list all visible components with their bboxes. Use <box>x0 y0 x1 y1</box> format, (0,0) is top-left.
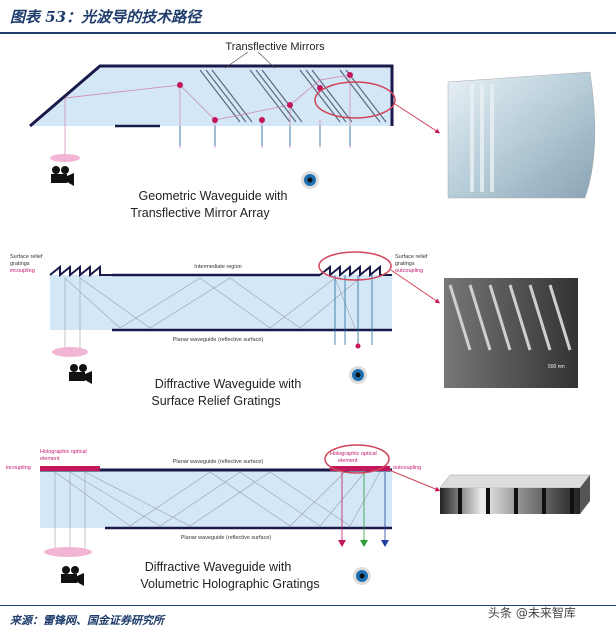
figure-header: 图表 53：光波导的技术路径 <box>0 0 616 34</box>
panel2-caption-line2: Surface Relief Gratings <box>151 394 280 408</box>
waveguide-body <box>50 275 392 330</box>
sem-image: 500 nm <box>444 278 578 388</box>
light-rays <box>54 471 381 552</box>
planar-waveguide-top-label: Planar waveguide (reflective surface) <box>173 459 264 465</box>
red-arrowhead <box>338 540 346 547</box>
input-grating <box>49 264 112 278</box>
waveguide-body <box>30 66 392 126</box>
output-rays <box>341 472 386 540</box>
zoom-highlight-ellipse <box>324 444 390 474</box>
panel2-left-label-2: gratings <box>10 261 30 267</box>
projector-icon <box>69 364 92 384</box>
projector-beam-spot <box>50 154 80 162</box>
holographic-panel: Holographic optical element incoupling H… <box>6 444 591 591</box>
footer-divider <box>0 605 616 606</box>
label-pointer <box>257 51 276 69</box>
panel3-right-label-2: element <box>338 458 358 464</box>
panel1-caption-line1: Geometric Waveguide with <box>139 189 288 203</box>
sem-scale-label: 500 nm <box>548 364 565 370</box>
panel2-right-label-2: gratings <box>395 261 415 267</box>
output-dot <box>355 343 361 349</box>
zoom-highlight-ellipse <box>318 251 392 281</box>
projector-icon <box>51 166 74 186</box>
output-rays <box>179 126 351 146</box>
source-note: 来源：雷锋网、国金证券研究所 <box>10 614 164 627</box>
panel3-left-label-1: Holographic optical <box>40 449 87 455</box>
panel3-left-label-3: incoupling <box>6 465 31 471</box>
output-grating <box>319 264 392 278</box>
panel2-left-label-1: Surface relief <box>10 254 43 260</box>
input-hoe <box>40 466 100 471</box>
zoom-pointer-arrow <box>390 269 441 304</box>
mirror-array <box>199 69 387 123</box>
figure-title: 图表 53：光波导的技术路径 <box>10 8 202 26</box>
lens-photo <box>447 71 596 199</box>
panel2-right-label-3: outcoupling <box>395 268 423 274</box>
transflective-mirrors-label: Transflective Mirrors <box>225 41 325 53</box>
panel3-right-label-1: Holographic optical <box>330 451 377 457</box>
output-hoe <box>330 466 390 471</box>
label-pointer <box>224 51 249 69</box>
green-arrowhead <box>360 540 368 547</box>
output-rays <box>334 275 373 345</box>
projector-icon <box>61 566 84 586</box>
projector-beam-spot <box>44 547 92 557</box>
panel2-right-label-1: Surface relief <box>395 254 428 260</box>
panel2-left-label-3: incoupling <box>10 268 35 274</box>
surface-relief-panel: Surface relief gratings incoupling Surfa… <box>10 251 578 408</box>
zoom-pointer-arrow <box>394 103 441 134</box>
blue-arrowhead <box>381 540 389 547</box>
intermediate-region-label: Intermediate region <box>194 264 241 270</box>
eye-icon <box>301 171 319 189</box>
panel3-caption-line2: Volumetric Holographic Gratings <box>140 577 319 591</box>
planar-waveguide-bottom-label: Planar waveguide (reflective surface) <box>181 535 272 541</box>
waveguide-body <box>40 470 392 528</box>
panel3-left-label-2: element <box>40 456 60 462</box>
panel1-caption-line2: Transflective Mirror Array <box>130 206 270 220</box>
panel3-caption-line1: Diffractive Waveguide with <box>145 560 292 574</box>
waveguide-outline <box>29 64 394 128</box>
panel2-caption-line1: Diffractive Waveguide with <box>155 377 302 391</box>
watermark: 头条 @未来智库 <box>488 606 576 620</box>
eye-icon <box>349 366 367 384</box>
zoom-pointer-arrow <box>388 469 441 492</box>
hologram-grating-image <box>439 474 591 514</box>
eye-icon <box>353 567 371 585</box>
projector-beam-spot <box>52 347 88 357</box>
planar-waveguide-label: Planar waveguide (reflective surface) <box>173 337 264 343</box>
zoom-highlight-ellipse <box>314 81 396 119</box>
geometric-waveguide-panel: Transflective Mirrors Geometric Waveguid… <box>29 41 596 220</box>
panel3-right-label-3: outcoupling <box>393 465 421 471</box>
